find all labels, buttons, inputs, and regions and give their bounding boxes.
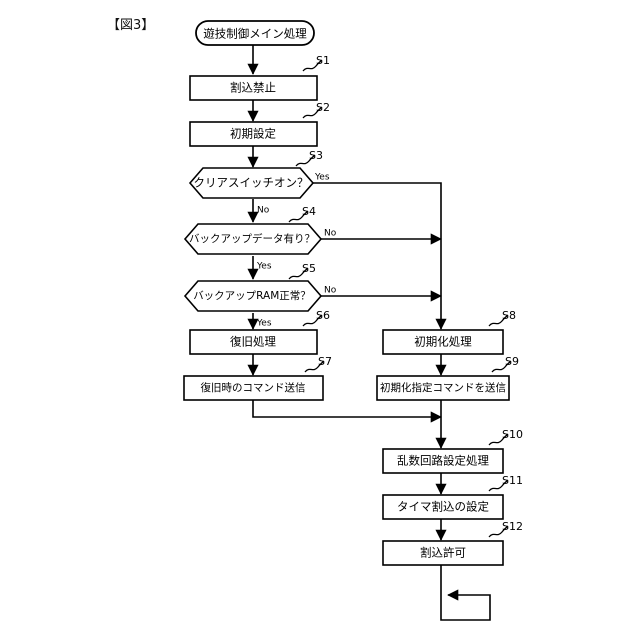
node-s9-label: 初期化指定コマンドを送信 bbox=[380, 381, 506, 394]
node-s1-label: 割込禁止 bbox=[230, 81, 276, 95]
node-s3: クリアスイッチオン？ S3 Yes No bbox=[188, 149, 330, 216]
connector-s7-to-trunk bbox=[252, 400, 442, 423]
node-s12-label: 割込許可 bbox=[420, 546, 466, 560]
node-s9: 初期化指定コマンドを送信 S9 bbox=[376, 355, 519, 401]
step-label-s6: S6 bbox=[316, 309, 330, 322]
step-label-s1: S1 bbox=[316, 54, 330, 67]
step-label-s4: S4 bbox=[302, 205, 316, 218]
connector-bottom-loop bbox=[440, 565, 491, 621]
node-s6: 復旧処理 S6 bbox=[189, 309, 330, 355]
node-s2: 初期設定 S2 bbox=[189, 101, 330, 147]
step-label-s12: S12 bbox=[502, 520, 523, 533]
terminal-start-label: 遊技制御メイン処理 bbox=[203, 27, 307, 41]
node-s11: タイマ割込の設定 S11 bbox=[382, 474, 523, 520]
figure-label: 【図3】 bbox=[107, 18, 155, 33]
node-s11-label: タイマ割込の設定 bbox=[397, 500, 489, 514]
node-s5-label: バックアップRAM正常？ bbox=[193, 289, 311, 302]
step-label-s11: S11 bbox=[502, 474, 523, 487]
node-s10: 乱数回路設定処理 S10 bbox=[382, 428, 523, 474]
branch-label-s4-no: No bbox=[324, 229, 337, 239]
node-s6-label: 復旧処理 bbox=[230, 335, 276, 349]
node-s12: 割込許可 S12 bbox=[382, 520, 523, 566]
branch-label-s3-no: No bbox=[257, 206, 270, 216]
node-s7-label: 復旧時のコマンド送信 bbox=[201, 381, 306, 394]
connector-s3-yes-bus bbox=[313, 182, 447, 330]
node-s4: バックアップデータ有り？ S4 No Yes bbox=[183, 205, 337, 272]
branch-label-s5-yes: Yes bbox=[256, 319, 272, 329]
terminal-start: 遊技制御メイン処理 bbox=[195, 20, 315, 46]
node-s10-label: 乱数回路設定処理 bbox=[397, 454, 489, 468]
node-s5: バックアップRAM正常？ S5 No Yes bbox=[183, 262, 337, 329]
step-label-s9: S9 bbox=[505, 355, 519, 368]
step-label-s8: S8 bbox=[502, 309, 516, 322]
step-label-s3: S3 bbox=[309, 149, 323, 162]
node-s8-label: 初期化処理 bbox=[414, 335, 472, 349]
branch-label-s3-yes: Yes bbox=[314, 173, 330, 183]
branch-label-s5-no: No bbox=[324, 286, 337, 296]
node-s1: 割込禁止 S1 bbox=[189, 54, 330, 101]
step-label-s7: S7 bbox=[318, 355, 332, 368]
branch-label-s4-yes: Yes bbox=[256, 262, 272, 272]
node-s4-label: バックアップデータ有り？ bbox=[189, 232, 315, 245]
step-label-s5: S5 bbox=[302, 262, 316, 275]
step-label-s2: S2 bbox=[316, 101, 330, 114]
node-s8: 初期化処理 S8 bbox=[382, 309, 516, 355]
node-s7: 復旧時のコマンド送信 S7 bbox=[183, 355, 332, 401]
node-s3-label: クリアスイッチオン？ bbox=[194, 176, 309, 190]
node-s2-label: 初期設定 bbox=[230, 127, 276, 141]
step-label-s10: S10 bbox=[502, 428, 523, 441]
